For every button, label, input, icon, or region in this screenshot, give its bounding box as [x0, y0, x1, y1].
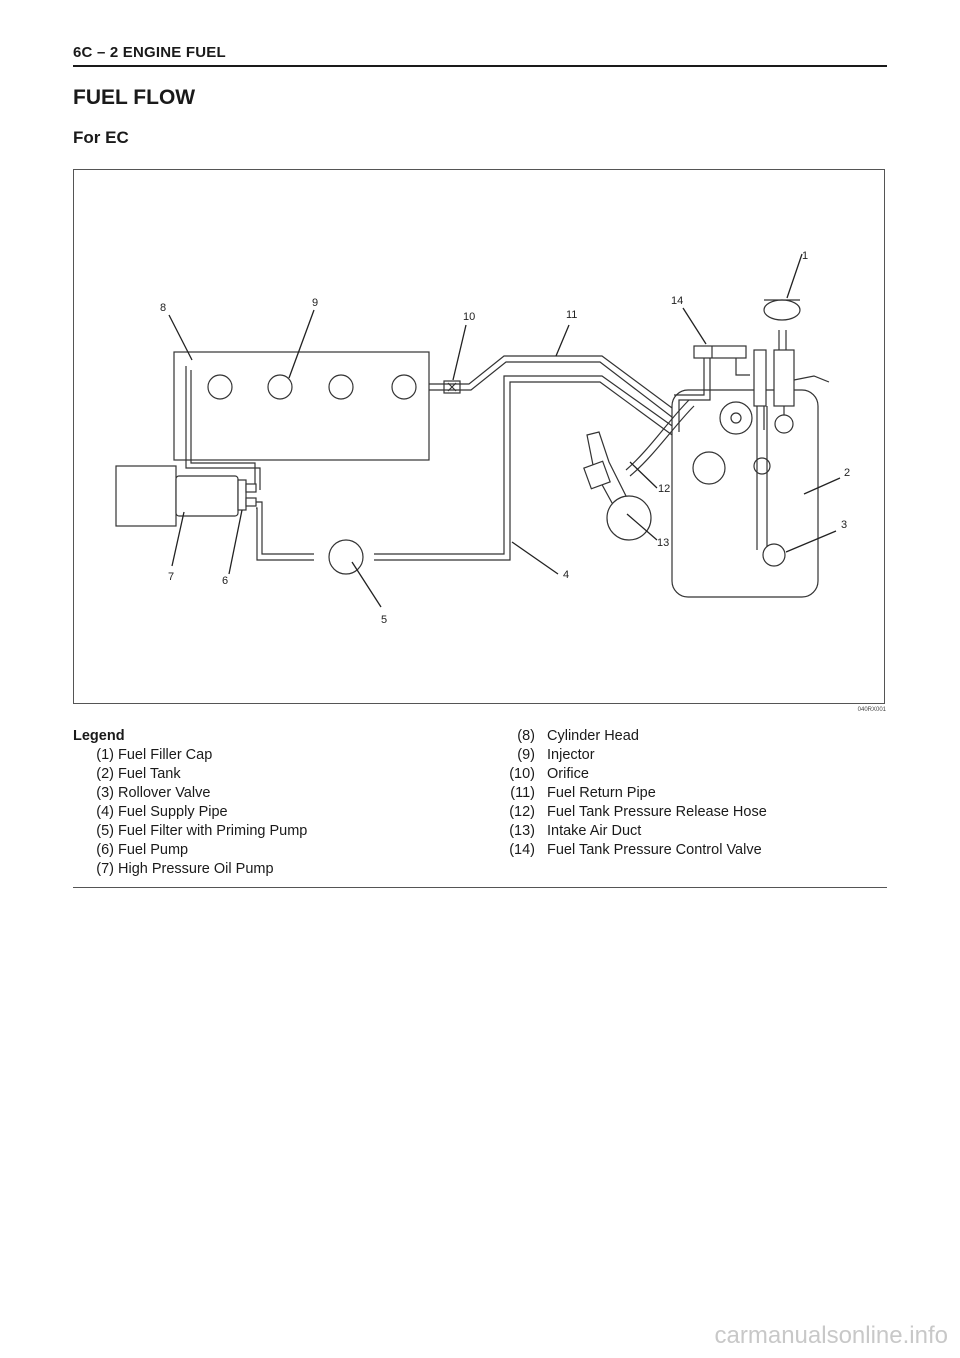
- legend-label: Fuel Supply Pipe: [118, 804, 228, 820]
- callout-4: 4: [563, 569, 569, 581]
- legend-number: (7): [96, 861, 114, 877]
- callout-5: 5: [381, 614, 387, 626]
- legend-item: (2)Fuel Tank: [73, 765, 180, 784]
- bottom-rule: [73, 887, 887, 888]
- legend-item: (1)Fuel Filler Cap: [73, 746, 212, 765]
- fuel-tank: [671, 389, 819, 598]
- legend-number: (2): [96, 766, 114, 782]
- callout-9: 9: [312, 297, 318, 309]
- callout-11: 11: [566, 309, 577, 321]
- legend-number: (1): [96, 747, 114, 763]
- injector-1: [207, 374, 233, 400]
- legend-label: Fuel Tank: [118, 766, 181, 782]
- injector-4: [391, 374, 417, 400]
- legend-item: (4)Fuel Supply Pipe: [73, 803, 227, 822]
- legend-number: (10): [509, 766, 535, 782]
- running-head: 6C – 2 ENGINE FUEL: [73, 44, 226, 61]
- callout-2: 2: [844, 467, 850, 479]
- callout-7: 7: [168, 571, 174, 583]
- cylinder-head: [173, 351, 430, 461]
- legend-label: Fuel Tank Pressure Release Hose: [547, 804, 767, 820]
- legend-label: Rollover Valve: [118, 785, 211, 801]
- section-subtitle: For EC: [73, 128, 129, 147]
- section-title: FUEL FLOW: [73, 86, 196, 109]
- fuel-supply-pipe: [256, 501, 314, 555]
- callout-3: 3: [841, 519, 847, 531]
- injector-3: [328, 374, 354, 400]
- legend-number: (3): [96, 785, 114, 801]
- rollover-valve: [762, 543, 786, 567]
- legend-label: Fuel Filler Cap: [118, 747, 213, 763]
- legend-label: Intake Air Duct: [547, 823, 642, 839]
- callout-14: 14: [671, 295, 683, 307]
- callout-12: 12: [658, 483, 670, 495]
- legend-label: Fuel Pump: [118, 842, 189, 858]
- legend-number: (4): [96, 804, 114, 820]
- callout-6: 6: [222, 575, 228, 587]
- legend-number: (8): [517, 728, 535, 744]
- head-return-line: [185, 366, 261, 490]
- legend-item: (3)Rollover Valve: [73, 784, 210, 803]
- callout-1: 1: [802, 250, 808, 262]
- legend-label: Fuel Return Pipe: [547, 785, 656, 801]
- figure-code: 040RX001: [857, 707, 886, 713]
- callout-13: 13: [657, 537, 669, 549]
- legend-label: Orifice: [547, 766, 589, 782]
- legend-item: (5)Fuel Filter with Priming Pump: [73, 822, 307, 841]
- callout-8: 8: [160, 302, 166, 314]
- header-rule: [73, 65, 887, 67]
- fuel-filter: [328, 539, 364, 575]
- legend-number: (13): [509, 823, 535, 839]
- legend-number: (14): [509, 842, 535, 858]
- legend-left-column: Legend (1)Fuel Filler Cap (2)Fuel Tank (…: [73, 727, 307, 879]
- legend-number: (11): [510, 785, 535, 801]
- pressure-control-valve: [693, 345, 747, 359]
- legend-item: (6)Fuel Pump: [73, 841, 188, 860]
- legend-label: Injector: [547, 747, 595, 763]
- fuel-flow-diagram: 1 2 3 4 5 6 7 8 9 10 11 12 13 14: [115, 250, 850, 626]
- fuel-return-pipe: [429, 355, 735, 455]
- pressure-release-hose: [625, 399, 690, 471]
- legend-number: (9): [517, 747, 535, 763]
- legend-number: (5): [96, 823, 114, 839]
- legend-label: Fuel Tank Pressure Control Valve: [547, 842, 762, 858]
- legend-item: (7)High Pressure Oil Pump: [73, 860, 273, 879]
- fuel-flow-figure: 1 2 3 4 5 6 7 8 9 10 11 12 13 14: [73, 169, 885, 704]
- legend-label: Cylinder Head: [547, 728, 639, 744]
- injector-2: [267, 374, 293, 400]
- legend-number: (6): [96, 842, 114, 858]
- high-pressure-oil-pump: [115, 465, 177, 527]
- legend-title: Legend: [73, 728, 125, 744]
- fuel-filler-cap: [763, 299, 801, 321]
- callout-10: 10: [463, 311, 475, 323]
- legend-label: Fuel Filter with Priming Pump: [118, 823, 308, 839]
- legend-number: (12): [509, 804, 535, 820]
- fuel-pump: [237, 479, 247, 511]
- legend-label: High Pressure Oil Pump: [118, 861, 274, 877]
- watermark: carmanualsonline.info: [714, 1322, 948, 1349]
